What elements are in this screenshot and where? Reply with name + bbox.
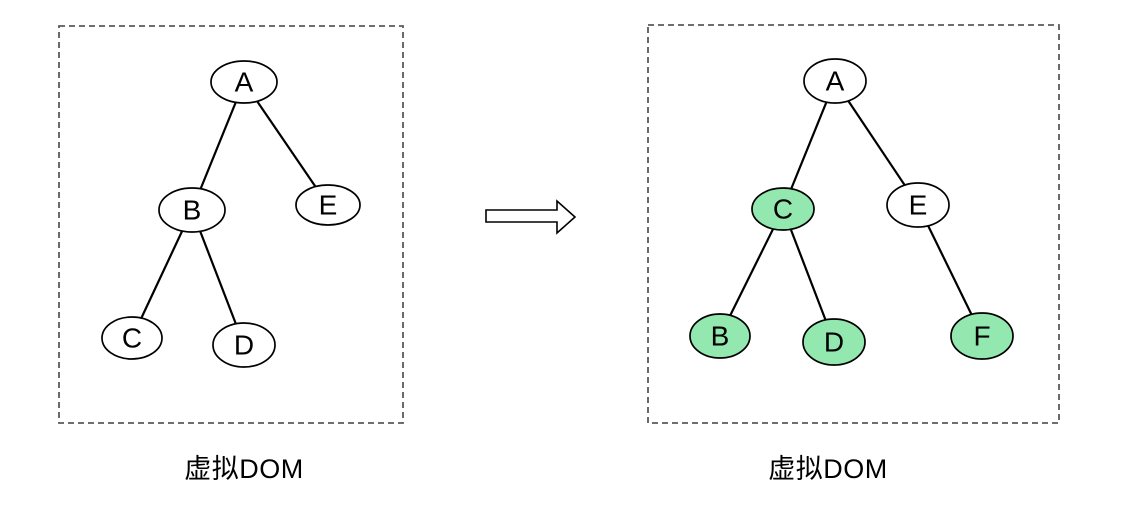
- left-edge-b-d: [190, 208, 246, 347]
- left-edge-a-e: [242, 80, 330, 207]
- right-node-c: C: [751, 187, 815, 231]
- right-node-c-shape: [751, 187, 815, 231]
- left-node-e-label: E: [319, 190, 338, 221]
- right-node-e-label: E: [909, 190, 928, 221]
- left-node-a-label: A: [235, 67, 254, 98]
- right-node-c-label: C: [773, 194, 793, 225]
- right-node-b-shape: [689, 313, 751, 359]
- right-panel-caption: 虚拟DOM: [768, 454, 888, 484]
- right-panel-border: [647, 24, 1060, 424]
- left-node-e: E: [295, 184, 361, 226]
- left-node-b: B: [158, 187, 226, 233]
- left-node-d-shape: [212, 322, 276, 368]
- right-node-b: B: [689, 313, 751, 359]
- left-node-a-shape: [210, 60, 278, 104]
- left-node-a: A: [210, 60, 278, 104]
- left-node-d-label: D: [234, 330, 254, 361]
- right-node-e-shape: [886, 182, 950, 228]
- left-node-b-shape: [158, 187, 226, 233]
- right-tree: A C E B D F: [689, 58, 1014, 366]
- right-node-a-label: A: [826, 66, 845, 97]
- left-node-c-label: C: [122, 323, 142, 354]
- right-node-a-shape: [803, 58, 867, 104]
- left-node-d: D: [212, 322, 276, 368]
- left-node-c: C: [101, 316, 163, 360]
- right-node-f-label: F: [973, 321, 990, 352]
- right-node-f-shape: [950, 312, 1014, 360]
- transform-arrow-icon: [485, 199, 577, 235]
- right-edge-a-e: [833, 79, 920, 207]
- left-node-b-label: B: [183, 195, 202, 226]
- left-panel-border: [58, 25, 404, 424]
- left-tree: A B E C D: [101, 60, 361, 368]
- left-node-e-shape: [295, 184, 361, 226]
- right-node-b-label: B: [711, 321, 730, 352]
- right-node-f: F: [950, 312, 1014, 360]
- right-node-a: A: [803, 58, 867, 104]
- right-node-e: E: [886, 182, 950, 228]
- right-node-d-shape: [802, 318, 866, 366]
- right-node-d-label: D: [824, 327, 844, 358]
- left-panel-caption: 虚拟DOM: [184, 454, 304, 484]
- right-node-d: D: [802, 318, 866, 366]
- left-node-c-shape: [101, 316, 163, 360]
